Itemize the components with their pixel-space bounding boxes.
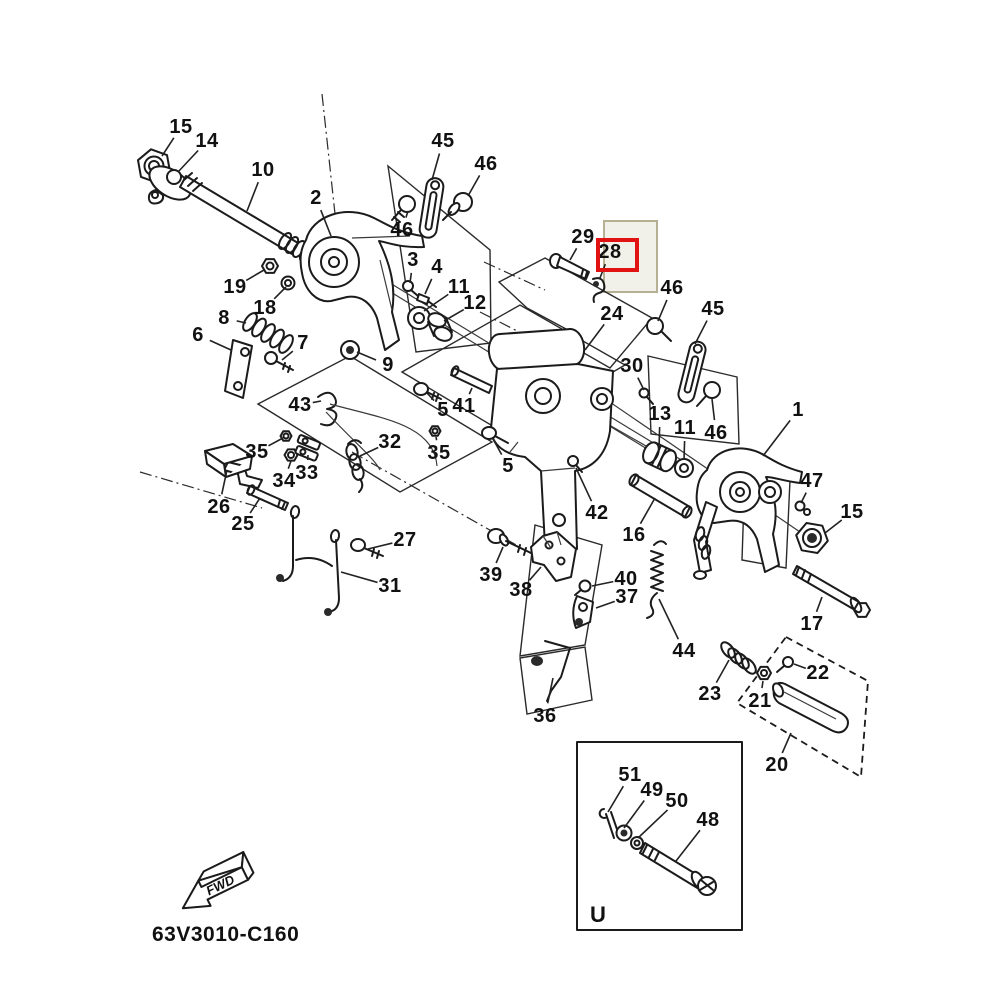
part-label-44[interactable]: 44 xyxy=(672,640,696,662)
part-label-35-2[interactable]: 35 xyxy=(427,442,451,464)
part-label-50[interactable]: 50 xyxy=(665,790,689,812)
fwd-arrow: FWD xyxy=(181,851,255,910)
part-label-11-2[interactable]: 11 xyxy=(673,417,697,439)
part-label-36[interactable]: 36 xyxy=(533,705,557,727)
highlight-panel xyxy=(603,220,658,293)
part-label-40[interactable]: 40 xyxy=(614,568,638,590)
part-label-45-2[interactable]: 45 xyxy=(701,298,725,320)
part-label-46[interactable]: 46 xyxy=(474,153,498,175)
part-label-46-4[interactable]: 46 xyxy=(704,422,728,444)
part-label-17[interactable]: 17 xyxy=(800,613,824,635)
part-label-46-2[interactable]: 46 xyxy=(390,219,414,241)
part-label-32[interactable]: 32 xyxy=(378,431,402,453)
part-label-9[interactable]: 9 xyxy=(382,354,394,376)
part-label-8[interactable]: 8 xyxy=(218,307,230,329)
inset-label: U xyxy=(590,902,606,927)
part-label-23[interactable]: 23 xyxy=(698,683,722,705)
part-label-6[interactable]: 6 xyxy=(192,324,204,346)
highlight-box xyxy=(596,238,639,272)
part-label-33[interactable]: 33 xyxy=(295,462,319,484)
part-label-48[interactable]: 48 xyxy=(696,809,720,831)
part-label-25[interactable]: 25 xyxy=(231,513,255,535)
part-label-15-2[interactable]: 15 xyxy=(840,501,864,523)
part-label-16[interactable]: 16 xyxy=(622,524,646,546)
part-label-26[interactable]: 26 xyxy=(207,496,231,518)
part-label-22[interactable]: 22 xyxy=(806,662,830,684)
part-label-21[interactable]: 21 xyxy=(748,690,772,712)
part-label-29[interactable]: 29 xyxy=(571,226,595,248)
part-label-3[interactable]: 3 xyxy=(407,249,419,271)
part-label-5[interactable]: 5 xyxy=(437,399,449,421)
part-label-27[interactable]: 27 xyxy=(393,529,417,551)
part-label-18[interactable]: 18 xyxy=(253,297,277,319)
part-label-1[interactable]: 1 xyxy=(792,399,804,421)
part-label-35[interactable]: 35 xyxy=(245,441,269,463)
part-label-47[interactable]: 47 xyxy=(800,470,824,492)
part-label-31[interactable]: 31 xyxy=(378,575,402,597)
part-label-49[interactable]: 49 xyxy=(640,779,664,801)
part-label-13[interactable]: 13 xyxy=(648,403,672,425)
part-label-2[interactable]: 2 xyxy=(310,187,322,209)
part-label-38[interactable]: 38 xyxy=(509,579,533,601)
part-label-46-3[interactable]: 46 xyxy=(660,277,684,299)
part-label-34[interactable]: 34 xyxy=(272,470,296,492)
part-label-37[interactable]: 37 xyxy=(615,586,639,608)
part-label-30[interactable]: 30 xyxy=(620,355,644,377)
part-label-24[interactable]: 24 xyxy=(600,303,624,325)
part-label-45[interactable]: 45 xyxy=(431,130,455,152)
part-label-4[interactable]: 4 xyxy=(431,256,443,278)
part-label-43[interactable]: 43 xyxy=(288,394,312,416)
part-label-12[interactable]: 12 xyxy=(463,292,487,314)
diagram-code: 63V3010-C160 xyxy=(152,923,300,946)
part-label-11[interactable]: 11 xyxy=(447,276,471,298)
part-label-41[interactable]: 41 xyxy=(452,395,476,417)
part-label-10[interactable]: 10 xyxy=(251,159,275,181)
part-label-7[interactable]: 7 xyxy=(297,332,309,354)
part-label-39[interactable]: 39 xyxy=(479,564,503,586)
part-label-15[interactable]: 15 xyxy=(169,116,193,138)
part-label-28[interactable]: 28 xyxy=(598,241,622,263)
part-label-5-2[interactable]: 5 xyxy=(502,455,514,477)
part-label-19[interactable]: 19 xyxy=(223,276,247,298)
part-label-42[interactable]: 42 xyxy=(585,502,609,524)
part-label-14[interactable]: 14 xyxy=(195,130,219,152)
part-label-51[interactable]: 51 xyxy=(618,764,642,786)
part-label-20[interactable]: 20 xyxy=(765,754,789,776)
